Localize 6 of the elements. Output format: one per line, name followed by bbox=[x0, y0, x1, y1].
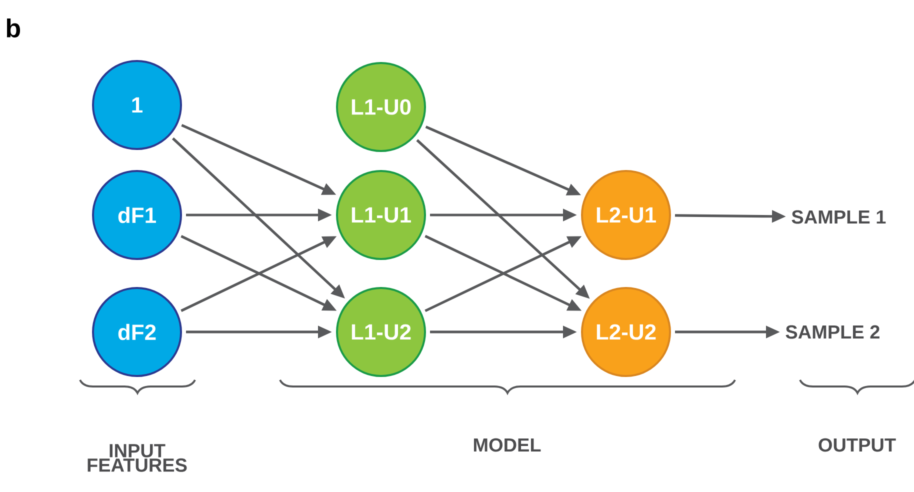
output-label: SAMPLE 1 bbox=[792, 210, 886, 224]
group-label: MODEL bbox=[474, 438, 541, 452]
group-label: OUTPUT bbox=[818, 438, 896, 452]
group-label: INPUT FEATURES bbox=[88, 444, 187, 472]
output-label: SAMPLE 2 bbox=[786, 325, 880, 339]
panel-letter: b bbox=[6, 18, 20, 38]
